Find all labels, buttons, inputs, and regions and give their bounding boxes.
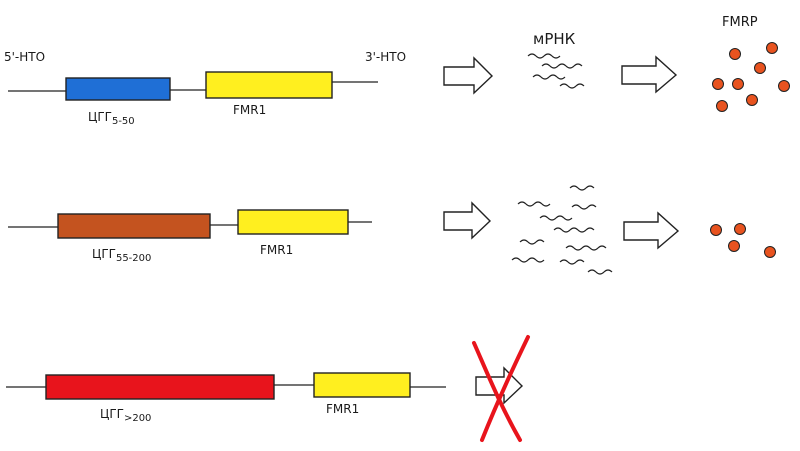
gene-label: FMR1: [260, 243, 293, 257]
protein-dot: [766, 42, 778, 54]
repeat-region: [65, 77, 171, 101]
protein-dot: [716, 100, 728, 112]
row-premutation: ЦГГ55-200 FMR1: [8, 185, 776, 275]
mrna-strand: [517, 201, 551, 207]
row-normal: ЦГГ5-50 FMR1: [8, 42, 790, 127]
mrna-strand: [539, 215, 573, 221]
gene-label: FMR1: [326, 402, 359, 416]
protein-dot: [712, 78, 724, 90]
five-prime-utr-label: 5'-НТО: [4, 50, 45, 64]
mrna-strand: [559, 83, 585, 89]
arrow-right-icon: [443, 201, 492, 240]
repeat-region: [57, 213, 211, 239]
mrna-strand: [569, 185, 595, 191]
arrow-right-icon: [443, 56, 494, 95]
arrow-right-icon: [621, 55, 678, 94]
protein-dot: [729, 48, 741, 60]
blocked-cross-icon: [472, 335, 530, 442]
row-full-mutation: ЦГГ>200 FMR1: [6, 335, 530, 442]
mrna-strand: [541, 63, 583, 69]
fmr1-gene-box: [205, 71, 333, 99]
protein-dot: [732, 78, 744, 90]
protein-label: FMRP: [722, 15, 758, 30]
mrna-label: мРНК: [533, 30, 576, 48]
arrow-right-icon: [623, 211, 680, 250]
protein-dots: [710, 223, 776, 258]
gene-label: FMR1: [233, 103, 266, 117]
repeat-label: ЦГГ5-50: [88, 110, 135, 127]
mrna-strand: [587, 269, 613, 275]
protein-dot: [764, 246, 776, 258]
repeat-label: ЦГГ>200: [100, 407, 151, 424]
mrna-strand: [527, 53, 561, 59]
cross-stroke: [480, 335, 530, 442]
mrna-strand: [519, 239, 545, 245]
protein-dot: [746, 94, 758, 106]
repeat-region: [45, 374, 275, 400]
mrna-strand: [559, 259, 585, 265]
mrna-strand: [553, 227, 595, 233]
mrna-strand: [565, 245, 607, 251]
fmr1-gene-box: [313, 372, 411, 398]
repeat-label: ЦГГ55-200: [92, 247, 151, 264]
cross-stroke: [472, 341, 522, 442]
mrna-strands: [527, 53, 585, 89]
protein-dot: [778, 80, 790, 92]
mrna-strand: [511, 257, 545, 263]
mrna-strands: [511, 185, 613, 275]
fmr1-gene-box: [237, 209, 349, 235]
protein-dot: [728, 240, 740, 252]
mrna-strand: [532, 74, 566, 80]
protein-dots: [712, 42, 790, 112]
protein-dot: [754, 62, 766, 74]
protein-dot: [734, 223, 746, 235]
protein-dot: [710, 224, 722, 236]
three-prime-utr-label: 3'-НТО: [365, 50, 406, 64]
mrna-strand: [571, 204, 597, 210]
